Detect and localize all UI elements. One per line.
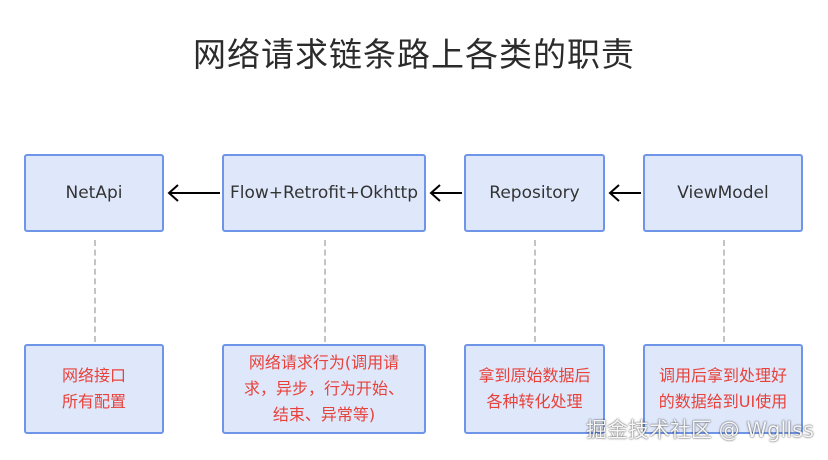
connector-viewmodel bbox=[723, 240, 725, 342]
connector-repository bbox=[534, 240, 536, 342]
arrow-flow-to-netapi bbox=[167, 184, 220, 202]
node-viewmodel: ViewModel bbox=[643, 154, 803, 232]
duty-line: 网络接口 bbox=[61, 366, 126, 385]
duty-line: 调用后拿到处理好 bbox=[658, 366, 787, 385]
duty-viewmodel: 调用后拿到处理好 的数据给到UI使用 bbox=[643, 344, 803, 434]
connector-flow bbox=[324, 240, 326, 342]
arrow-repository-to-flow bbox=[429, 184, 462, 202]
node-netapi: NetApi bbox=[24, 154, 164, 232]
arrow-viewmodel-to-repository bbox=[608, 184, 641, 202]
node-flow-retrofit-okhttp: Flow+Retrofit+Okhttp bbox=[222, 154, 426, 232]
watermark: 掘金技术社区 @ Wgllss bbox=[586, 418, 814, 442]
duty-line: 拿到原始数据后 bbox=[478, 366, 591, 385]
duty-line: 求，异步，行为开始、 bbox=[243, 379, 404, 398]
connector-netapi bbox=[94, 240, 96, 342]
duty-netapi: 网络接口 所有配置 bbox=[24, 344, 164, 434]
duty-line: 各种转化处理 bbox=[486, 392, 583, 411]
duty-flow-retrofit-okhttp: 网络请求行为(调用请 求，异步，行为开始、 结束、异常等) bbox=[222, 344, 426, 434]
diagram-title: 网络请求链条路上各类的职责 bbox=[193, 35, 635, 74]
duty-line: 所有配置 bbox=[61, 392, 126, 411]
duty-line: 的数据给到UI使用 bbox=[658, 392, 788, 411]
duty-line: 结束、异常等) bbox=[272, 405, 376, 424]
node-repository: Repository bbox=[464, 154, 605, 232]
duty-repository: 拿到原始数据后 各种转化处理 bbox=[464, 344, 605, 434]
duty-line: 网络请求行为(调用请 bbox=[248, 353, 400, 372]
